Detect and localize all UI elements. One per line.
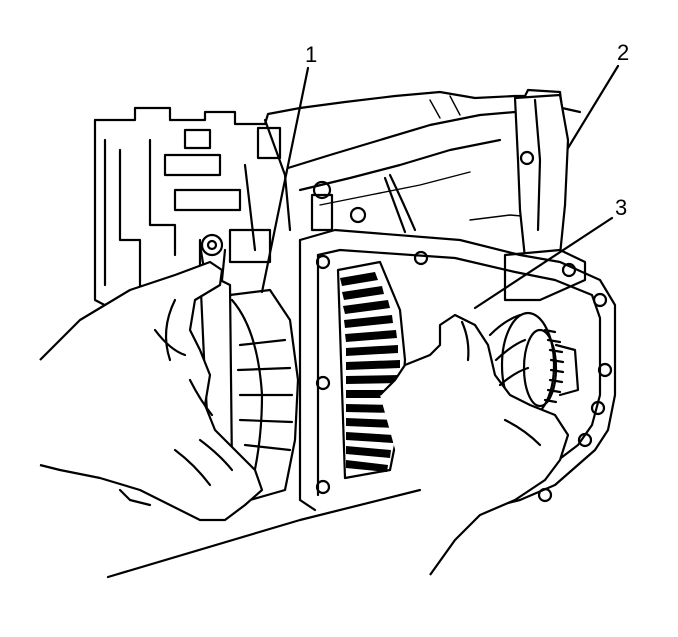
case-flange (298, 228, 617, 512)
callout-1-leader (260, 66, 310, 294)
left-hand (39, 260, 264, 522)
callout-2-leader (566, 64, 620, 150)
callout-2-label: 2 (617, 40, 629, 65)
callout-3-label: 3 (615, 195, 627, 220)
callout-1-label: 1 (305, 42, 317, 67)
callout-3-leader (473, 216, 614, 310)
ground-line (106, 488, 422, 579)
special-tool-bracket (503, 93, 587, 302)
transmission-case (93, 88, 582, 397)
right-hand (379, 313, 570, 576)
callout-leaders (260, 64, 620, 310)
